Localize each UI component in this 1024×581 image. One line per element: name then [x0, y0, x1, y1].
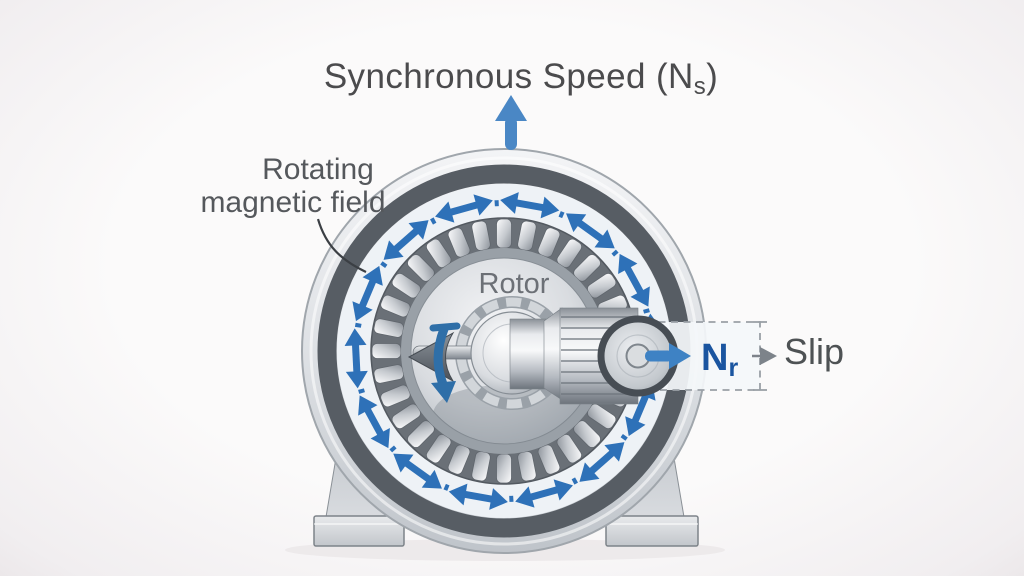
rotor-rotation-arrow-icon [429, 322, 461, 403]
title-suffix: ) [706, 57, 718, 96]
rotating-field-leader-line [316, 218, 367, 273]
rotor-label: Rotor [479, 268, 550, 300]
rotor-speed-label: Nr [701, 337, 738, 382]
shaft-end-cap [597, 315, 679, 397]
slip-pointer-icon [752, 347, 777, 365]
rotor-speed-label-main: N [701, 337, 728, 379]
synchronous-speed-arrow-icon [495, 95, 527, 150]
rotating-field-label-line2: magnetic field [200, 186, 385, 219]
rotor-core-shadow [432, 385, 597, 444]
rotor-speed-arrow-icon [645, 343, 691, 369]
title-main: Synchronous Speed (N [324, 57, 694, 96]
rotating-field-label: Rotating magnetic field [200, 153, 386, 273]
title-subscript: s [694, 73, 706, 100]
rotor-speed-label-subscript: r [728, 354, 738, 382]
rotating-field-label-line1: Rotating [262, 153, 374, 186]
slip-label: Slip [784, 331, 844, 372]
diagram-title: Synchronous Speed (Ns) [324, 57, 718, 100]
